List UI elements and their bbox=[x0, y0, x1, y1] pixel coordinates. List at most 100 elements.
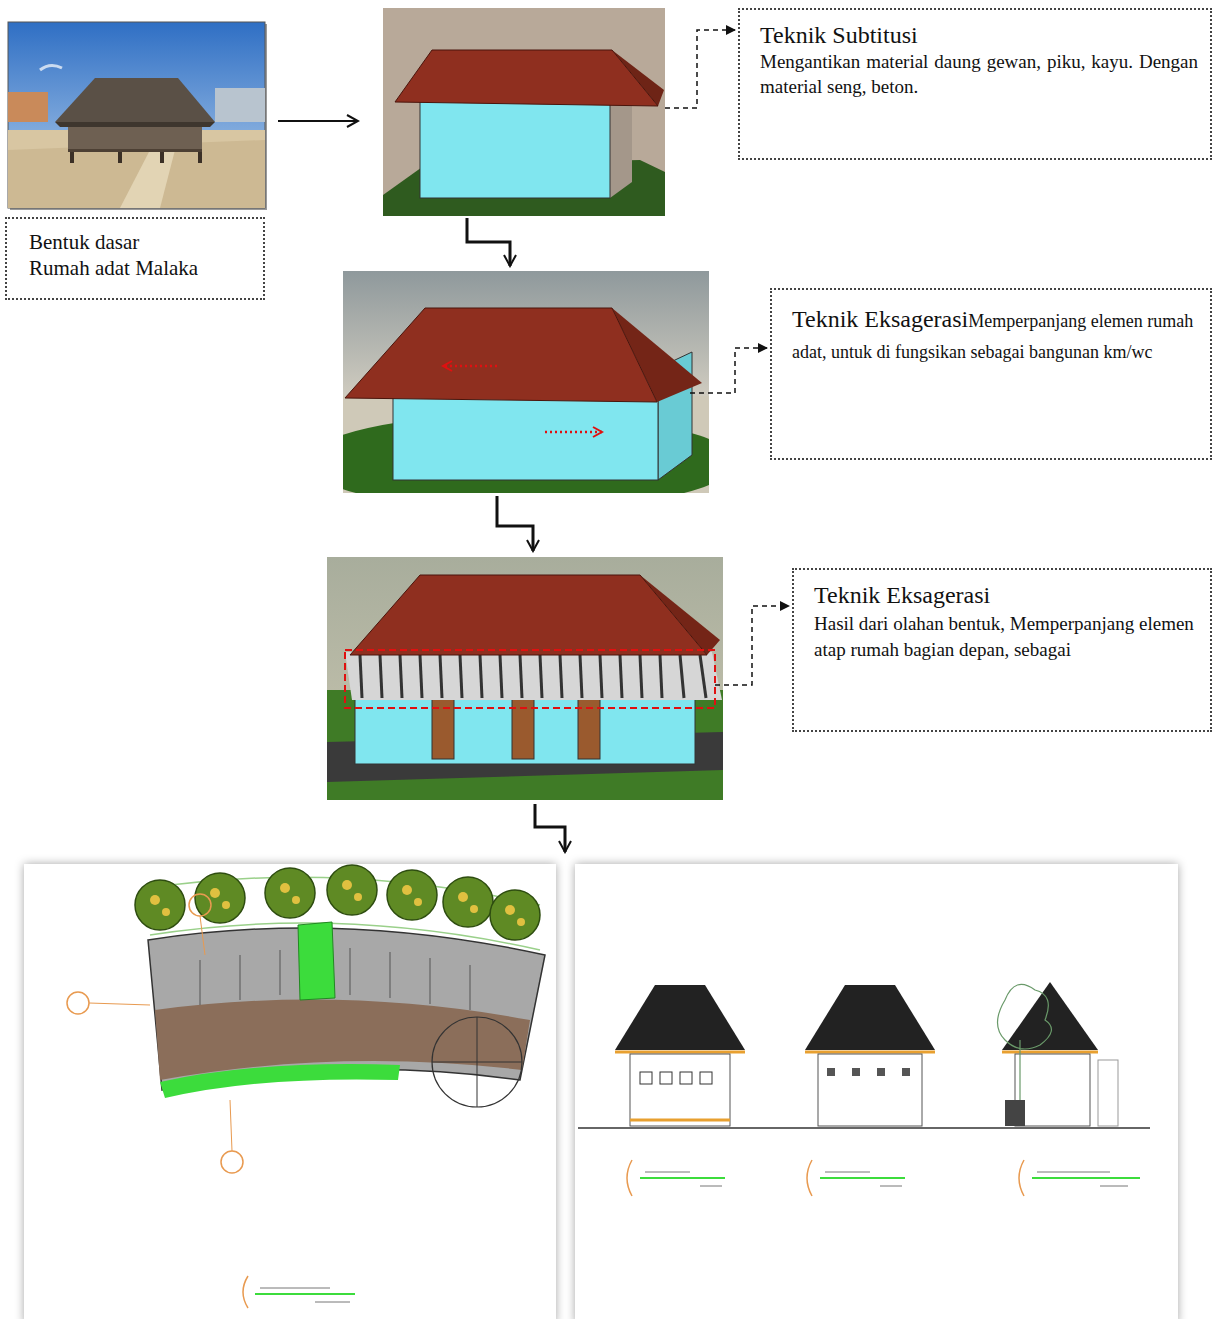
elevation-panel-part bbox=[818, 1054, 922, 1126]
house-model-canopy-part-part bbox=[360, 655, 362, 698]
house-model-extended-part bbox=[545, 431, 602, 434]
house-model-canopy-part-part bbox=[660, 655, 662, 698]
house-model-canopy-part-part bbox=[440, 655, 442, 698]
technique-heading: Teknik Eksagerasi bbox=[792, 306, 968, 332]
house-model-canopy-part-part bbox=[700, 655, 706, 698]
elevation-panel-part bbox=[700, 1072, 712, 1084]
site-plan-panel-part-part bbox=[505, 905, 515, 915]
flow-arrow bbox=[497, 496, 533, 551]
house-model-canopy-part-part bbox=[620, 655, 622, 698]
house-photo-part bbox=[68, 149, 202, 152]
house-model-extended-part bbox=[343, 271, 709, 493]
house-photo-part bbox=[55, 78, 215, 122]
house-model-canopy-part-part bbox=[520, 655, 522, 698]
site-plan-panel-part bbox=[89, 1003, 150, 1005]
elevation-panel-part-part bbox=[820, 1177, 905, 1179]
technique-description: Mengantikan material daung gewan, piku, … bbox=[760, 50, 1198, 99]
leader-line bbox=[690, 348, 767, 393]
house-photo-part bbox=[8, 92, 48, 122]
house-model-canopy-part bbox=[345, 650, 715, 708]
site-plan-panel-part-part bbox=[210, 888, 220, 898]
site-plan-panel-part bbox=[298, 922, 335, 1000]
site-plan-panel-part bbox=[67, 894, 248, 1308]
elevation-panel-part bbox=[645, 1172, 1128, 1186]
elevation-panel-part bbox=[805, 985, 935, 1050]
elevation-panel-part bbox=[1015, 1054, 1090, 1126]
site-plan-panel-part bbox=[477, 1017, 478, 1107]
site-plan-panel-part-part bbox=[342, 880, 352, 890]
site-plan-panel-part bbox=[200, 916, 205, 955]
leader-line bbox=[715, 606, 789, 685]
site-plan-panel-part bbox=[150, 880, 525, 926]
elevation-panel-part bbox=[630, 1119, 730, 1122]
elevation-panel-part bbox=[852, 1068, 860, 1076]
elevation-panel-part bbox=[1005, 1100, 1025, 1126]
site-plan-panel-part bbox=[135, 865, 540, 940]
house-model-canopy-part bbox=[345, 652, 722, 700]
house-model-canopy-part-part bbox=[680, 655, 684, 698]
house-model-canopy-part-part bbox=[400, 655, 402, 698]
site-plan-panel-part-part bbox=[240, 955, 241, 1000]
house-photo-part bbox=[68, 127, 202, 149]
elevation-panel-part bbox=[578, 1127, 1150, 1129]
elevation-panel-part bbox=[680, 1072, 692, 1084]
elevation-panel-part bbox=[615, 985, 745, 1050]
house-photo-part bbox=[40, 65, 62, 70]
site-plan-panel-part bbox=[255, 1293, 355, 1295]
site-plan-panel-part-part bbox=[390, 952, 391, 998]
leader-line bbox=[665, 30, 735, 108]
house-model-canopy-part bbox=[360, 655, 706, 698]
site-plan-panel-part bbox=[160, 1064, 400, 1098]
elevation-panel-part bbox=[1002, 1051, 1098, 1054]
elevation-panel-part bbox=[805, 1051, 935, 1054]
elevation-panel-part-part bbox=[1019, 1160, 1024, 1196]
note-box: Bentuk dasar Rumah adat Malaka bbox=[5, 217, 265, 300]
elevation-panel-part-part bbox=[640, 1177, 725, 1179]
site-plan-panel-part-part bbox=[280, 950, 281, 995]
site-plan-panel-part bbox=[432, 1017, 522, 1107]
house-model-extended-part bbox=[345, 308, 657, 402]
house-model-canopy-part-part bbox=[560, 655, 562, 698]
elevation-panel-part-part bbox=[807, 1160, 812, 1196]
elevation-panel-part-part bbox=[825, 1172, 870, 1173]
site-plan-panel-part-part bbox=[222, 901, 230, 909]
elevation-panel-part bbox=[575, 864, 1178, 1319]
house-model-extended bbox=[343, 271, 709, 493]
elevation-panel-part-part bbox=[645, 1172, 690, 1173]
elevation-panel-part bbox=[630, 1054, 730, 1126]
house-model-canopy-part-part bbox=[420, 655, 422, 698]
house-photo-part bbox=[8, 140, 265, 208]
flow-arrow bbox=[535, 804, 565, 852]
site-plan-panel-part-part bbox=[265, 868, 315, 918]
elevation-panel-part bbox=[902, 1068, 910, 1076]
technique-heading: Teknik Subtitusi bbox=[760, 20, 1198, 50]
site-plan-panel-part-part bbox=[490, 890, 540, 940]
site-plan-panel-part-part bbox=[221, 1151, 243, 1173]
elevation-panel-part bbox=[627, 1160, 1024, 1196]
house-photo-part bbox=[8, 22, 265, 208]
site-plan-panel-part-part bbox=[443, 877, 493, 927]
house-model-canopy-part bbox=[327, 557, 723, 800]
house-model-canopy-part-part bbox=[500, 655, 502, 698]
site-plan-panel-part-part bbox=[189, 894, 211, 916]
elevation-panel-part-part bbox=[1037, 1172, 1110, 1173]
site-plan-panel-part-part bbox=[350, 948, 351, 995]
house-model-substitution-part bbox=[383, 8, 665, 216]
elevation-panel-part-part bbox=[627, 1160, 632, 1196]
site-plan-panel-part-part bbox=[292, 896, 300, 904]
site-plan-panel-part-part bbox=[414, 898, 422, 906]
house-model-canopy-part-part bbox=[460, 655, 462, 698]
note-box: Teknik EksagerasiMemperpanjang elemen ru… bbox=[770, 288, 1212, 460]
site-plan-panel-part-part bbox=[354, 893, 362, 901]
note-box: Teknik EksagerasiHasil dari olahan bentu… bbox=[792, 568, 1212, 732]
house-photo-part bbox=[215, 88, 265, 122]
house-model-canopy-part-part bbox=[480, 655, 482, 698]
house-model-substitution-part bbox=[420, 92, 610, 198]
house-model-substitution-part bbox=[395, 50, 658, 106]
house-photo-part bbox=[120, 150, 175, 208]
elevation-panel-part-part bbox=[700, 1186, 722, 1187]
elevation-panel-part-part bbox=[1032, 1177, 1140, 1179]
elevation-panel-part bbox=[1002, 982, 1098, 1050]
house-photo bbox=[8, 22, 267, 210]
house-model-canopy-part-part bbox=[540, 655, 542, 698]
